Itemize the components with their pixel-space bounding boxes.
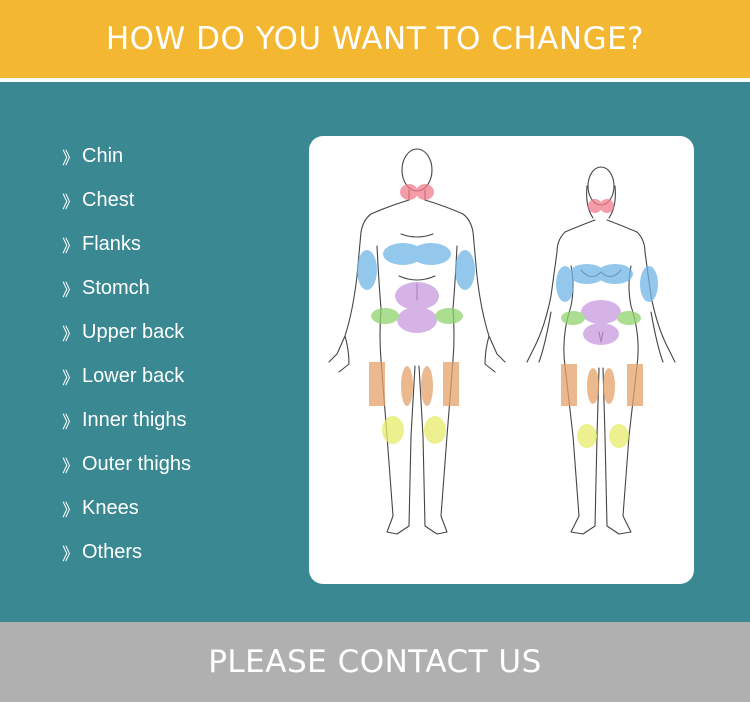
list-item-outer-thighs: 》Outer thighs xyxy=(62,442,191,486)
female-figure-outline xyxy=(526,166,676,535)
female-stomach-zone xyxy=(581,300,621,324)
chevron-icon: 》 xyxy=(62,500,79,520)
list-item-stomach: 》Stomch xyxy=(62,266,191,310)
female-treatment-zones xyxy=(556,199,658,448)
chevron-icon: 》 xyxy=(62,192,79,212)
male-inner-thigh-zone xyxy=(421,366,433,406)
list-item-label: Others xyxy=(82,540,143,563)
male-figure-outline xyxy=(328,148,506,535)
chevron-icon: 》 xyxy=(62,412,79,432)
list-item-upper-back: 》Upper back xyxy=(62,310,191,354)
female-inner-thigh-zone xyxy=(603,368,615,404)
male-arm-zone xyxy=(357,250,377,290)
chevron-icon: 》 xyxy=(62,324,79,344)
list-item-flanks: 》Flanks xyxy=(62,222,191,266)
list-item-label: Chest xyxy=(82,188,135,211)
header-divider xyxy=(0,78,750,82)
female-outer-thigh-zone xyxy=(627,364,643,406)
list-item-chin: 》Chin xyxy=(62,134,191,178)
list-item-knees: 》Knees xyxy=(62,486,191,530)
female-knee-zone xyxy=(609,424,629,448)
list-item-others: 》Others xyxy=(62,530,191,574)
male-chin-zone xyxy=(400,184,418,200)
list-item-label: Outer thighs xyxy=(82,452,191,475)
list-item-label: Inner thighs xyxy=(82,408,187,431)
male-inner-thigh-zone xyxy=(401,366,413,406)
female-chest-zone xyxy=(569,264,605,284)
main-section: 》Chin 》Chest 》Flanks 》Stomch 》Upper back… xyxy=(0,82,750,622)
chevron-icon: 》 xyxy=(62,544,79,564)
male-chest-zone xyxy=(411,243,451,265)
chevron-icon: 》 xyxy=(62,368,79,388)
female-flank-zone xyxy=(617,311,641,325)
male-arm-zone xyxy=(455,250,475,290)
list-item-label: Upper back xyxy=(82,320,185,343)
male-chest-zone xyxy=(383,243,423,265)
chevron-icon: 》 xyxy=(62,236,79,256)
male-treatment-zones xyxy=(357,184,475,444)
list-item-label: Lower back xyxy=(82,364,185,387)
list-item-lower-back: 》Lower back xyxy=(62,354,191,398)
male-flank-zone xyxy=(435,308,463,324)
header-banner: HOW DO YOU WANT TO CHANGE? xyxy=(0,0,750,78)
female-knee-zone xyxy=(577,424,597,448)
female-inner-thigh-zone xyxy=(587,368,599,404)
female-outer-thigh-zone xyxy=(561,364,577,406)
body-area-list: 》Chin 》Chest 》Flanks 》Stomch 》Upper back… xyxy=(62,134,191,574)
list-item-chest: 》Chest xyxy=(62,178,191,222)
female-arm-zone xyxy=(556,266,574,302)
male-outer-thigh-zone xyxy=(369,362,385,406)
chevron-icon: 》 xyxy=(62,280,79,300)
contact-us-label[interactable]: PLEASE CONTACT US xyxy=(208,644,542,680)
list-item-label: Knees xyxy=(82,496,139,519)
female-flank-zone xyxy=(561,311,585,325)
body-diagram-card xyxy=(309,136,694,584)
male-stomach-zone xyxy=(395,282,439,310)
chevron-icon: 》 xyxy=(62,148,79,168)
list-item-label: Stomch xyxy=(82,276,150,299)
body-diagram xyxy=(328,148,676,535)
list-item-label: Chin xyxy=(82,144,124,167)
male-knee-zone xyxy=(382,416,404,444)
female-chin-zone xyxy=(588,199,602,213)
female-chest-zone xyxy=(597,264,633,284)
list-item-inner-thighs: 》Inner thighs xyxy=(62,398,191,442)
female-stomach-zone xyxy=(583,323,619,345)
female-chin-zone xyxy=(600,199,614,213)
female-arm-zone xyxy=(640,266,658,302)
male-outer-thigh-zone xyxy=(443,362,459,406)
male-knee-zone xyxy=(424,416,446,444)
chevron-icon: 》 xyxy=(62,456,79,476)
male-chin-zone xyxy=(416,184,434,200)
male-stomach-zone xyxy=(397,307,437,333)
header-title: HOW DO YOU WANT TO CHANGE? xyxy=(105,21,645,57)
list-item-label: Flanks xyxy=(82,232,141,255)
contact-banner[interactable]: PLEASE CONTACT US xyxy=(0,622,750,702)
male-flank-zone xyxy=(371,308,399,324)
